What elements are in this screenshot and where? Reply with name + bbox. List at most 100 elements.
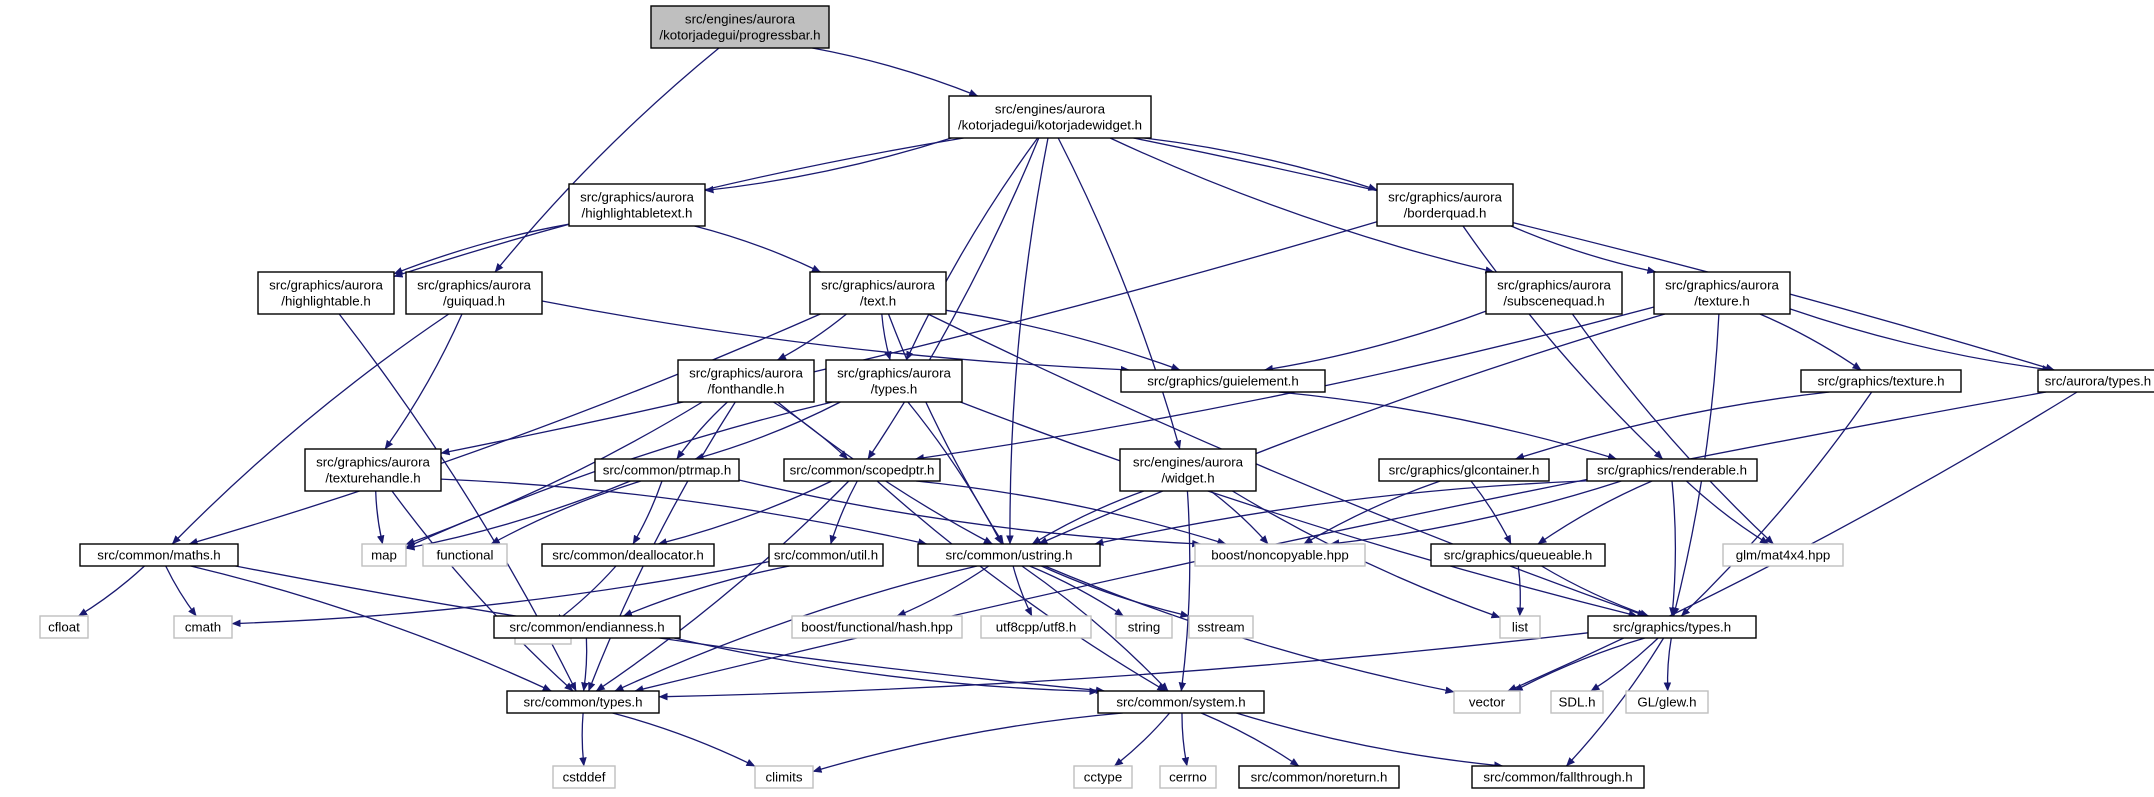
node-box — [506, 690, 660, 714]
node-label: src/common/ustring.h — [945, 548, 1072, 563]
node-box — [980, 615, 1092, 639]
node-label: src/graphics/aurora — [1497, 278, 1611, 293]
node-string: string — [1115, 615, 1173, 639]
node-box — [1120, 369, 1326, 393]
edge-renderable-to-mat4x4 — [1685, 480, 1769, 545]
node-label: cerrno — [1169, 770, 1207, 785]
node-ustring[interactable]: src/common/ustring.h — [917, 543, 1101, 567]
node-maths[interactable]: src/common/maths.h — [79, 543, 239, 567]
node-label: src/graphics/aurora — [417, 278, 531, 293]
node-box — [594, 458, 740, 482]
node-label: GL/glew.h — [1637, 695, 1696, 710]
node-fallthrough[interactable]: src/common/fallthrough.h — [1471, 765, 1645, 789]
node-util[interactable]: src/common/util.h — [768, 543, 884, 567]
node-label: src/engines/aurora — [995, 102, 1106, 117]
node-renderable[interactable]: src/graphics/renderable.h — [1586, 458, 1758, 482]
edge-borderquad-to-texturehandle — [440, 221, 1378, 456]
node-label: cstddef — [563, 770, 606, 785]
node-label: src/graphics/aurora — [580, 190, 694, 205]
node-box — [1194, 543, 1366, 567]
node-label: src/graphics/aurora — [837, 366, 951, 381]
node-box — [361, 543, 407, 567]
node-cfloat: cfloat — [39, 615, 89, 639]
node-text[interactable]: src/graphics/aurora/text.h — [809, 271, 947, 315]
node-aurora-types[interactable]: src/aurora/types.h — [2037, 369, 2154, 393]
node-label: src/graphics/queueable.h — [1444, 548, 1593, 563]
node-common-types[interactable]: src/common/types.h — [506, 690, 660, 714]
node-kotorjadewidget[interactable]: src/engines/aurora/kotorjadegui/kotorjad… — [948, 95, 1152, 139]
node-label: /borderquad.h — [1404, 206, 1487, 221]
edge-util-to-endianness — [623, 565, 790, 617]
node-cstddef: cstddef — [552, 765, 616, 789]
edge-kotorjadewidget-to-highlightabletext — [704, 137, 952, 194]
node-label: cctype — [1084, 770, 1122, 785]
edge-system-to-cerrno — [1181, 712, 1190, 767]
node-endianness[interactable]: src/common/endianness.h — [493, 615, 681, 639]
node-guiquad[interactable]: src/graphics/aurora/guiquad.h — [405, 271, 543, 315]
node-scopedptr[interactable]: src/common/scopedptr.h — [783, 458, 941, 482]
node-label: src/graphics/aurora — [1665, 278, 1779, 293]
node-highlightabletext[interactable]: src/graphics/aurora/highlightabletext.h — [568, 183, 706, 227]
edge-maths-to-system — [235, 565, 1105, 694]
node-box — [1376, 183, 1514, 227]
node-label: src/graphics/aurora — [821, 278, 935, 293]
edge-texturehandle-to-ustring — [440, 478, 928, 546]
node-box — [79, 543, 239, 567]
node-fonthandle[interactable]: src/graphics/aurora/fonthandle.h — [677, 359, 815, 403]
edge-text-to-fonthandle — [777, 313, 847, 361]
node-box — [304, 448, 442, 492]
node-aurora-gtypes[interactable]: src/graphics/aurora/types.h — [825, 359, 963, 403]
node-ptrmap[interactable]: src/common/ptrmap.h — [594, 458, 740, 482]
node-label: /texturehandle.h — [325, 471, 420, 486]
node-label: src/graphics/aurora — [269, 278, 383, 293]
node-label: /highlightabletext.h — [582, 206, 693, 221]
node-label: src/graphics/renderable.h — [1597, 463, 1747, 478]
node-label: src/graphics/aurora — [689, 366, 803, 381]
node-box — [1159, 765, 1217, 789]
node-aurora-texture[interactable]: src/graphics/aurora/texture.h — [1653, 271, 1791, 315]
node-system[interactable]: src/common/system.h — [1097, 690, 1265, 714]
node-layer: src/engines/aurora/kotorjadegui/progress… — [39, 5, 2154, 789]
node-utf8: utf8cpp/utf8.h — [980, 615, 1092, 639]
edge-common_types-to-climits — [612, 712, 756, 767]
node-climits: climits — [754, 765, 814, 789]
edge-graphics_texture-to-glcontainer — [1515, 391, 1830, 460]
node-box — [1800, 369, 1962, 393]
edge-kotorjadewidget-to-borderquad — [1144, 137, 1378, 191]
node-label: src/common/ptrmap.h — [603, 463, 732, 478]
node-label: utf8cpp/utf8.h — [996, 620, 1077, 635]
edge-scopedptr-to-deallocator — [657, 480, 832, 546]
edge-subscenequad-to-mat4x4 — [1571, 313, 1774, 545]
node-label: /text.h — [860, 294, 896, 309]
edge-graphics_types-to-fallthrough — [1565, 637, 1665, 767]
node-guielement[interactable]: src/graphics/guielement.h — [1120, 369, 1326, 393]
node-graphics-texture[interactable]: src/graphics/texture.h — [1800, 369, 1962, 393]
node-label: src/common/deallocator.h — [552, 548, 704, 563]
edge-guiquad-to-maths — [171, 313, 450, 545]
edge-progressbar-to-guiquad — [494, 47, 720, 273]
edge-ptrmap-to-deallocator — [632, 480, 663, 545]
node-label: src/common/noreturn.h — [1251, 770, 1388, 785]
node-box — [791, 615, 963, 639]
node-widget[interactable]: src/engines/aurora/widget.h — [1119, 448, 1257, 492]
node-subscenequad[interactable]: src/graphics/aurora/subscenequad.h — [1485, 271, 1623, 315]
node-texturehandle[interactable]: src/graphics/aurora/texturehandle.h — [304, 448, 442, 492]
edge-guiquad-to-guielement — [541, 300, 1130, 374]
node-noreturn[interactable]: src/common/noreturn.h — [1238, 765, 1400, 789]
node-box — [1722, 543, 1844, 567]
node-label: src/common/util.h — [774, 548, 878, 563]
node-glcontainer[interactable]: src/graphics/glcontainer.h — [1378, 458, 1550, 482]
edge-maths-to-common_types — [190, 565, 552, 692]
node-highlightable[interactable]: src/graphics/aurora/highlightable.h — [257, 271, 395, 315]
node-progressbar[interactable]: src/engines/aurora/kotorjadegui/progress… — [650, 5, 830, 49]
node-queueable[interactable]: src/graphics/queueable.h — [1430, 543, 1606, 567]
edge-layer — [78, 47, 2078, 773]
node-functional: functional — [422, 543, 508, 567]
node-borderquad[interactable]: src/graphics/aurora/borderquad.h — [1376, 183, 1514, 227]
node-label: src/common/system.h — [1116, 695, 1245, 710]
node-graphics-types[interactable]: src/graphics/types.h — [1587, 615, 1757, 639]
edge-text-to-aurora_gtypes — [881, 313, 892, 361]
node-deallocator[interactable]: src/common/deallocator.h — [541, 543, 715, 567]
edge-widget-to-system — [1178, 490, 1191, 692]
